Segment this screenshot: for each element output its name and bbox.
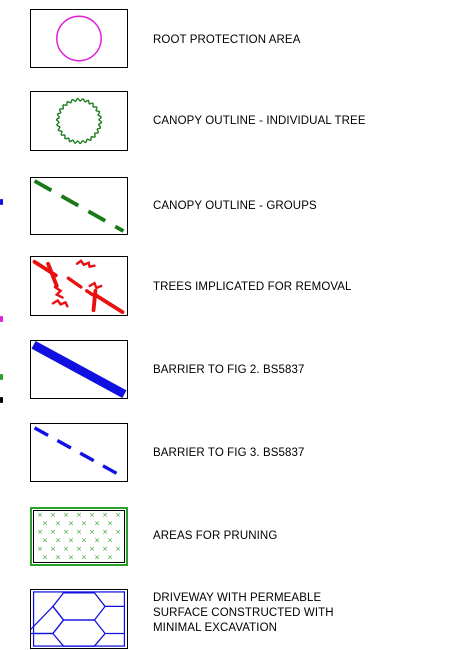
edge-fragment-1 <box>0 199 3 205</box>
pruning-cross-mark: × <box>50 545 56 553</box>
edge-fragment-3 <box>0 374 3 380</box>
pruning-cross-mark: × <box>102 511 108 519</box>
legend-symbol-tree-removal <box>30 256 128 316</box>
pruning-cross-mark: × <box>115 528 121 536</box>
legend-symbol-root-protection <box>30 9 128 68</box>
pruning-cross-mark: × <box>94 554 100 562</box>
pruning-cross-mark: × <box>107 520 113 528</box>
pruning-cross-mark: × <box>81 520 87 528</box>
pruning-cross-mark: × <box>63 545 69 553</box>
pruning-cross-mark: × <box>107 554 113 562</box>
legend-symbol-pruning: ××××××××××××××××××××××××××××××××××××××× <box>30 507 128 566</box>
legend-label-barrier-fig3: BARRIER TO FIG 3. BS5837 <box>153 447 305 459</box>
pruning-cross-mark: × <box>115 511 121 519</box>
edge-fragment-2 <box>0 316 3 322</box>
blue-dashed-line-icon <box>33 426 125 479</box>
legend-symbol-barrier-fig3 <box>30 423 128 482</box>
pruning-cross-mark: × <box>89 511 95 519</box>
legend-label-canopy-individual: CANOPY OUTLINE - INDIVIDUAL TREE <box>153 115 366 127</box>
pruning-cross-mark: × <box>50 511 56 519</box>
pruning-cross-mark: × <box>42 554 48 562</box>
blue-solid-line-icon <box>31 341 127 398</box>
pruning-cross-mark: × <box>55 520 61 528</box>
pruning-cross-mark: × <box>63 511 69 519</box>
pruning-cross-mark: × <box>37 545 43 553</box>
pruning-cross-mark: × <box>37 511 43 519</box>
pruning-cross-mark: × <box>81 554 87 562</box>
pruning-cross-mark: × <box>42 520 48 528</box>
green-dashed-line-icon <box>33 179 125 233</box>
pruning-cross-mark: × <box>68 554 74 562</box>
pruning-cross-mark: × <box>115 545 121 553</box>
pruning-cross-mark: × <box>89 528 95 536</box>
legend-label-driveway: DRIVEWAY WITH PERMEABLE SURFACE CONSTRUC… <box>153 592 334 634</box>
legend-label-barrier-fig2: BARRIER TO FIG 2. BS5837 <box>153 364 305 376</box>
legend-symbol-canopy-individual <box>30 91 128 151</box>
legend-symbol-canopy-groups <box>30 177 128 235</box>
pruning-cross-mark: × <box>102 528 108 536</box>
legend-label-root-protection: ROOT PROTECTION AREA <box>153 34 301 46</box>
pruning-cross-mark: × <box>68 520 74 528</box>
legend-symbol-barrier-fig2 <box>30 340 128 399</box>
legend-symbol-driveway <box>30 589 128 649</box>
pruning-cross-mark: × <box>42 537 48 545</box>
pruning-cross-mark: × <box>102 545 108 553</box>
pruning-cross-mark: × <box>89 545 95 553</box>
legend-label-canopy-groups: CANOPY OUTLINE - GROUPS <box>153 200 317 212</box>
red-removal-marks-icon <box>32 259 125 315</box>
pruning-cross-mark: × <box>50 528 56 536</box>
pruning-cross-mark: × <box>81 537 87 545</box>
legend-label-tree-removal: TREES IMPLICATED FOR REMOVAL <box>153 281 352 293</box>
legend-label-pruning: AREAS FOR PRUNING <box>153 530 278 542</box>
green-pruning-area-icon: ××××××××××××××××××××××××××××××××××××××× <box>30 507 128 566</box>
pruning-cross-mark: × <box>68 537 74 545</box>
pruning-cross-mark: × <box>37 528 43 536</box>
pruning-cross-mark: × <box>76 545 82 553</box>
pruning-cross-mark: × <box>94 537 100 545</box>
green-wavy-circle-icon <box>55 97 103 145</box>
pruning-cross-mark: × <box>76 528 82 536</box>
pruning-cross-mark: × <box>63 528 69 536</box>
pruning-cross-mark: × <box>94 520 100 528</box>
pruning-cross-mark: × <box>76 511 82 519</box>
edge-fragment-4 <box>0 397 3 403</box>
pruning-cross-mark: × <box>107 537 113 545</box>
pruning-cross-mark: × <box>55 537 61 545</box>
blue-hexagon-grid-icon <box>31 591 126 647</box>
pink-circle-icon <box>56 15 102 62</box>
pruning-cross-mark: × <box>55 554 61 562</box>
